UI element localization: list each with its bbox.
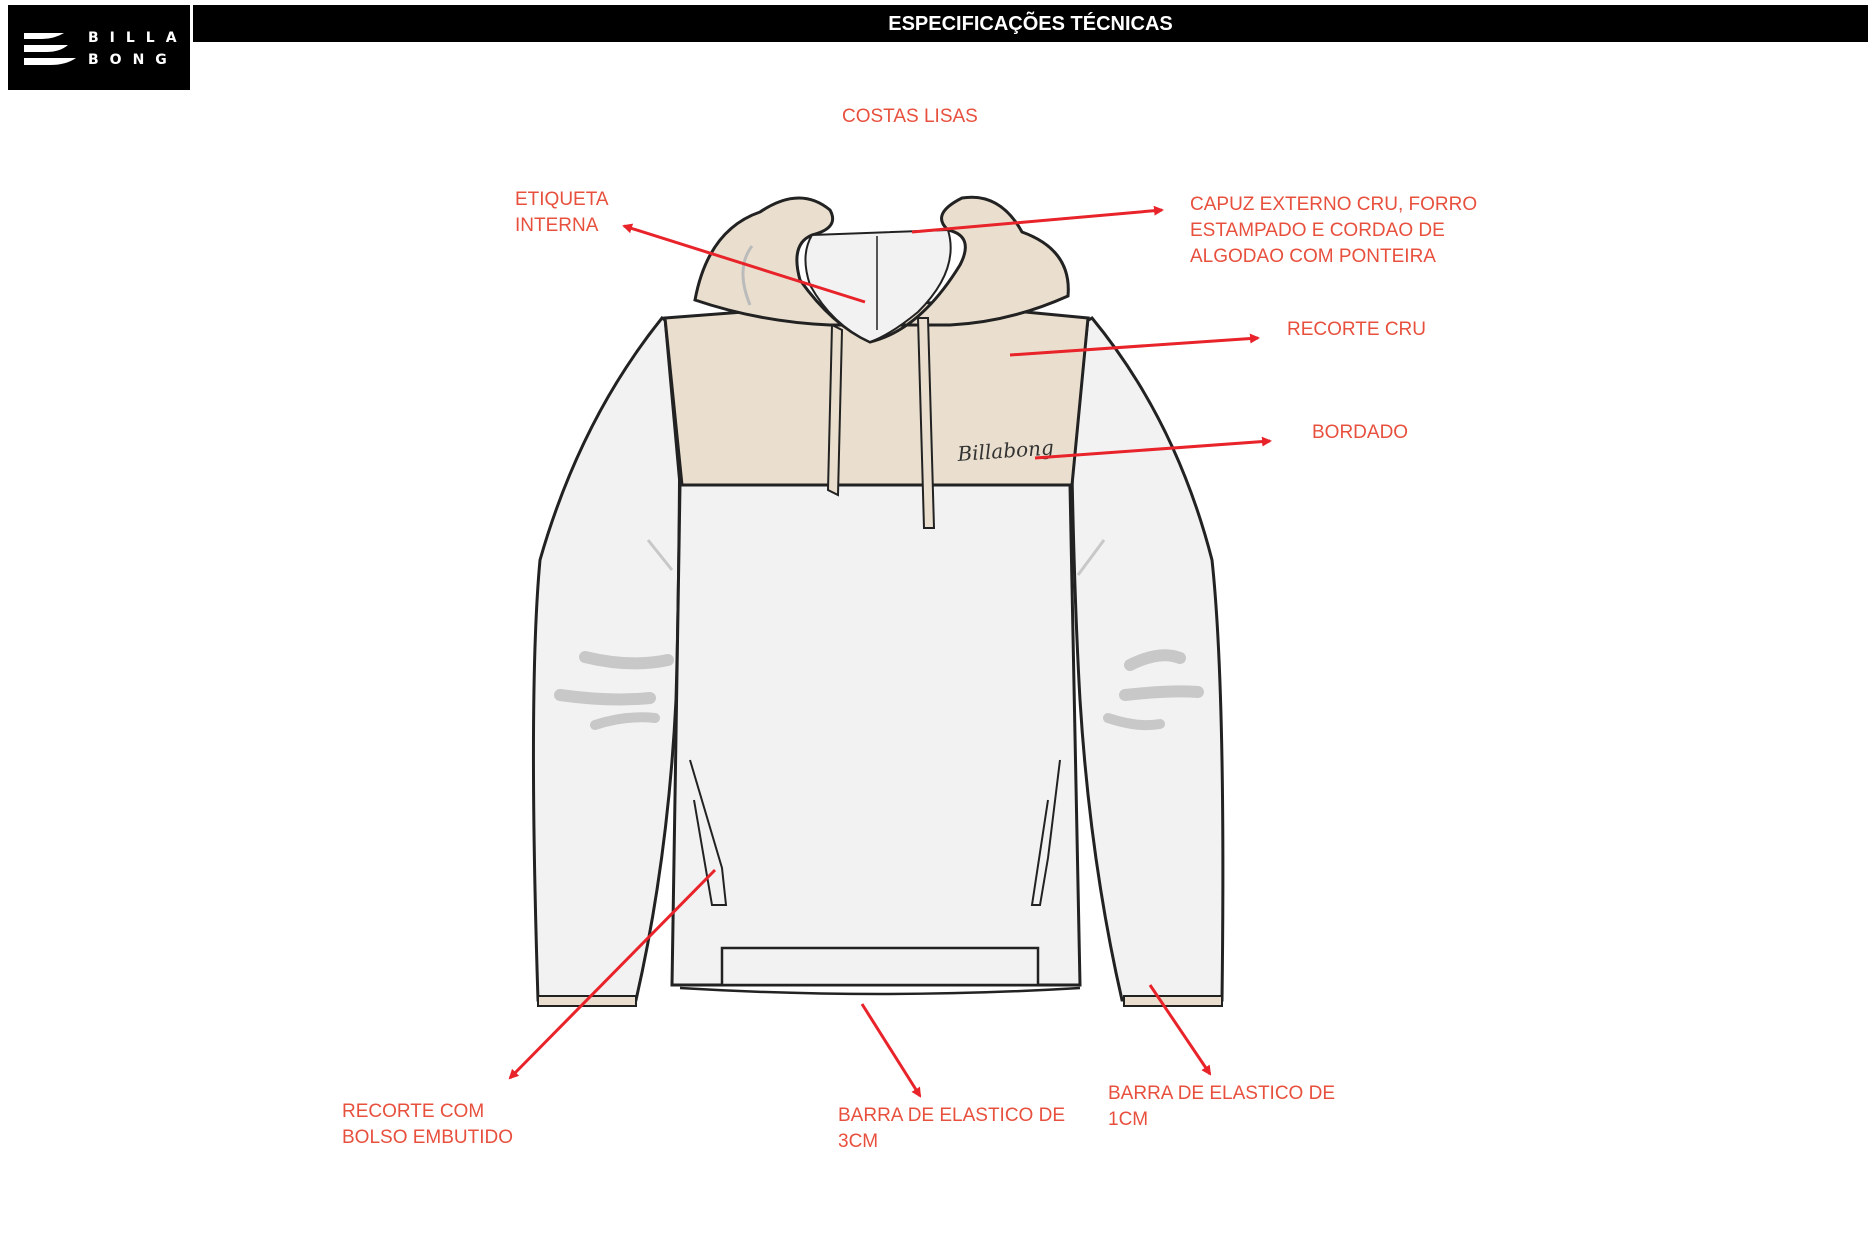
label-inner-tag: ETIQUETA INTERNA xyxy=(515,189,609,236)
hem-band xyxy=(720,946,1040,987)
label-cuff: BARRA DE ELASTICO DE 1CM xyxy=(1108,1083,1336,1130)
arrow-yoke xyxy=(1009,333,1260,357)
hood xyxy=(693,195,1070,344)
brand-logo: BILLA BONG xyxy=(8,5,190,90)
label-embroidery: BORDADO xyxy=(1312,422,1409,443)
hood-lining xyxy=(804,228,952,344)
label-back: COSTAS LISAS xyxy=(842,106,978,127)
right-cuff xyxy=(1123,995,1223,1007)
label-yoke: RECORTE CRU xyxy=(1287,319,1426,340)
label-hem: BARRA DE ELASTICO DE 3CM xyxy=(838,1105,1066,1152)
arrow-embroidery xyxy=(1034,436,1272,460)
arrow-inner-tag xyxy=(622,223,866,304)
arrow-hem xyxy=(860,1003,922,1098)
right-pocket-seam xyxy=(1030,759,1061,906)
logo-wordmark: BILLA BONG xyxy=(88,30,188,68)
wave-logo-icon xyxy=(24,33,76,65)
right-drawcord xyxy=(916,317,936,529)
header-bar: ESPECIFICAÇÕES TÉCNICAS xyxy=(193,5,1868,42)
arrow-hood xyxy=(911,205,1164,234)
label-hood: CAPUZ EXTERNO CRU, FORRO ESTAMPADO E COR… xyxy=(1190,194,1478,267)
left-pocket-seam xyxy=(689,759,728,906)
page-title: ESPECIFICAÇÕES TÉCNICAS xyxy=(888,13,1173,35)
left-drawcord xyxy=(826,323,844,497)
arrow-pocket xyxy=(508,868,717,1080)
arrow-cuff xyxy=(1148,984,1212,1076)
label-pocket: RECORTE COM BOLSO EMBUTIDO xyxy=(342,1101,514,1148)
